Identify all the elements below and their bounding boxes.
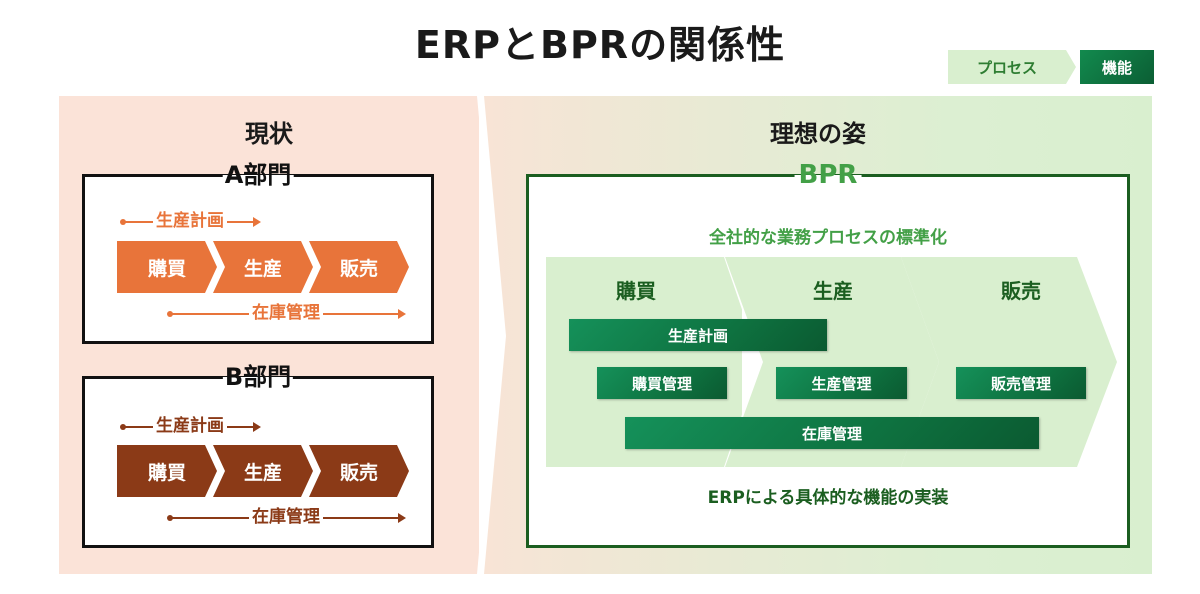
erp-implementation-caption: ERPによる具体的な機能の実装 (707, 488, 949, 508)
department-b-label: B部門 (222, 359, 294, 395)
diagram-title: ERPとBPRの関係性 (414, 23, 786, 67)
inventory-management-arrow: 在庫管理 (167, 506, 406, 528)
arrow-head-icon (253, 422, 261, 432)
process-step-sales: 販売 (309, 445, 409, 497)
department-b-box: B部門 生産計画 購買 生産 販売 在庫管理 (82, 359, 434, 548)
process-label-production: 生産 (813, 279, 853, 303)
function-sales-management: 販売管理 (956, 367, 1086, 399)
process-step-purchasing: 購買 (117, 445, 217, 497)
arrow-start-dot (167, 311, 173, 317)
production-planning-arrow: 生産計画 (120, 210, 261, 232)
arrow-label: 在庫管理 (249, 506, 323, 528)
process-step-sales: 販売 (309, 241, 409, 293)
arrow-label: 生産計画 (153, 210, 227, 232)
arrow-label: 生産計画 (153, 415, 227, 437)
process-label-sales: 販売 (1001, 279, 1041, 303)
arrow-head-icon (253, 217, 261, 227)
legend-function: 機能 (1080, 50, 1154, 84)
function-inventory-management: 在庫管理 (625, 417, 1039, 449)
arrow-label: 在庫管理 (249, 302, 323, 324)
arrow-start-dot (167, 515, 173, 521)
bpr-label: BPR (794, 157, 862, 193)
function-production-planning: 生産計画 (569, 319, 827, 351)
current-state-heading: 現状 (245, 120, 293, 148)
department-a-box: A部門 生産計画 購買 生産 販売 在庫管理 (82, 157, 434, 344)
process-step-production: 生産 (213, 241, 313, 293)
bpr-subtitle: 全社的な業務プロセスの標準化 (709, 228, 947, 248)
process-chevron-row: 購買 生産 販売 (117, 445, 417, 497)
process-label-purchasing: 購買 (616, 279, 656, 303)
legend-process: プロセス (948, 50, 1076, 84)
ideal-state-heading: 理想の姿 (770, 120, 866, 148)
process-chevron-row: 購買 生産 販売 (117, 241, 417, 293)
arrow-head-icon (398, 513, 406, 523)
bpr-box: BPR 全社的な業務プロセスの標準化 購買 生産 販売 生産計画 購買管理 生産… (526, 157, 1130, 548)
arrow-head-icon (398, 309, 406, 319)
function-production-management: 生産管理 (776, 367, 907, 399)
function-purchasing-management: 購買管理 (597, 367, 727, 399)
production-planning-arrow: 生産計画 (120, 415, 261, 437)
process-step-purchasing: 購買 (117, 241, 217, 293)
arrow-start-dot (120, 424, 126, 430)
arrow-start-dot (120, 219, 126, 225)
department-a-label: A部門 (222, 157, 294, 193)
process-step-production: 生産 (213, 445, 313, 497)
inventory-management-arrow: 在庫管理 (167, 302, 406, 324)
